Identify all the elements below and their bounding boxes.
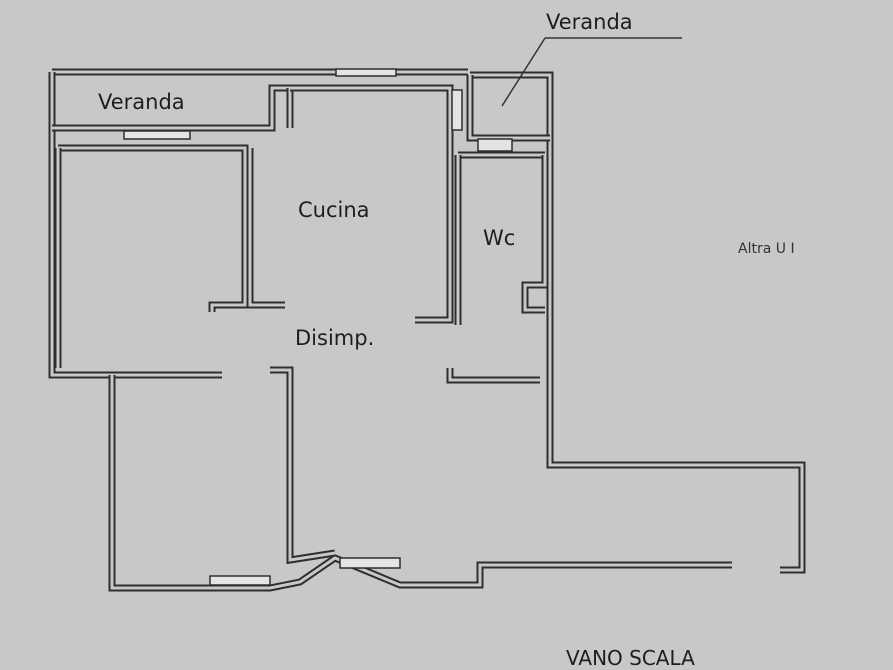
- wall-inner: [470, 73, 804, 572]
- window: [451, 89, 463, 131]
- neighbor-unit-label: Altra U I: [738, 241, 795, 257]
- wall: [470, 71, 806, 574]
- room-label-disimp: Disimp.: [295, 326, 375, 350]
- wall-inner: [52, 86, 290, 130]
- wall: [521, 155, 549, 314]
- wall-inner: [270, 368, 336, 562]
- room-label-veranda-top: Veranda: [546, 10, 633, 34]
- window: [477, 138, 513, 152]
- room-label-wc: Wc: [483, 226, 516, 250]
- wall-inner: [248, 148, 285, 307]
- window: [335, 68, 397, 77]
- wall: [246, 148, 285, 309]
- window: [339, 557, 401, 569]
- wall: [48, 72, 222, 379]
- window: [209, 575, 271, 586]
- wall: [446, 368, 540, 384]
- window: [123, 130, 191, 140]
- wall: [108, 375, 732, 592]
- wall: [466, 75, 550, 142]
- room-label-cucina: Cucina: [298, 198, 370, 222]
- veranda-leader-diagonal: [501, 37, 546, 107]
- wall-inner: [448, 368, 540, 382]
- wall-inner: [110, 375, 732, 590]
- room-label-veranda-left: Veranda: [98, 90, 185, 114]
- wall: [270, 366, 336, 565]
- wall-inner: [523, 155, 547, 312]
- wall-inner: [468, 75, 550, 140]
- wall-inner: [50, 72, 222, 377]
- stairwell-label: VANO SCALA: [566, 646, 695, 670]
- wall-inner: [58, 146, 247, 312]
- wall-inner: [290, 86, 452, 322]
- wall: [58, 144, 249, 312]
